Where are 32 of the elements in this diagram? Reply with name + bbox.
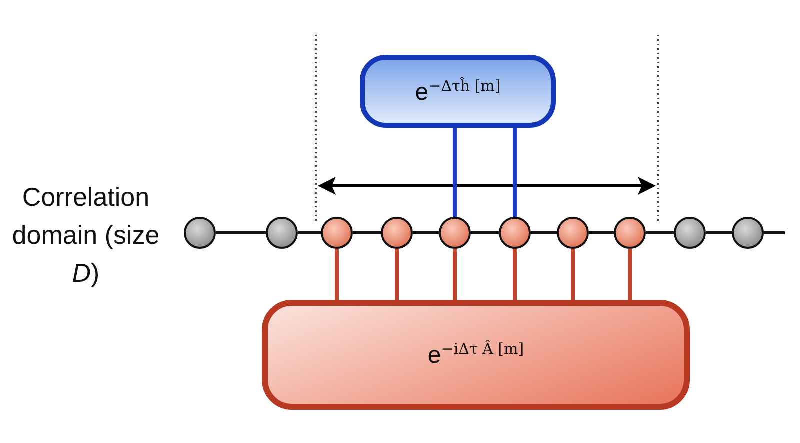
connector-line <box>353 232 381 234</box>
connector-line <box>571 249 575 300</box>
operator-formula: e$^{−Δτĥ [m]}$ <box>415 76 501 106</box>
connector-line <box>531 232 557 234</box>
connector-line <box>453 249 457 300</box>
site-circle <box>614 217 646 249</box>
connector-line <box>471 232 499 234</box>
connector-line <box>395 249 399 300</box>
operator-box <box>360 55 556 128</box>
connector-line <box>706 232 732 234</box>
site-circle <box>732 217 764 249</box>
site-circle <box>557 217 589 249</box>
connector-line <box>513 128 517 217</box>
connector-line <box>413 232 439 234</box>
site-circle <box>499 217 531 249</box>
connector-line <box>628 249 632 300</box>
connector-line <box>216 232 266 234</box>
connector-line <box>513 249 517 300</box>
site-circle <box>439 217 471 249</box>
site-circle <box>184 217 216 249</box>
connector-line <box>646 232 674 234</box>
site-circle <box>321 217 353 249</box>
connector-line <box>335 249 339 300</box>
connector-line <box>298 232 321 234</box>
axis-caption: Correlation domain (size D) <box>11 181 161 290</box>
site-circle <box>381 217 413 249</box>
site-circle <box>674 217 706 249</box>
operator-formula: e$^{−iΔτ Â [m]}$ <box>428 340 524 370</box>
operator-box <box>262 300 690 410</box>
connector-line <box>453 128 457 217</box>
connector-line <box>589 232 614 234</box>
site-circle <box>266 217 298 249</box>
